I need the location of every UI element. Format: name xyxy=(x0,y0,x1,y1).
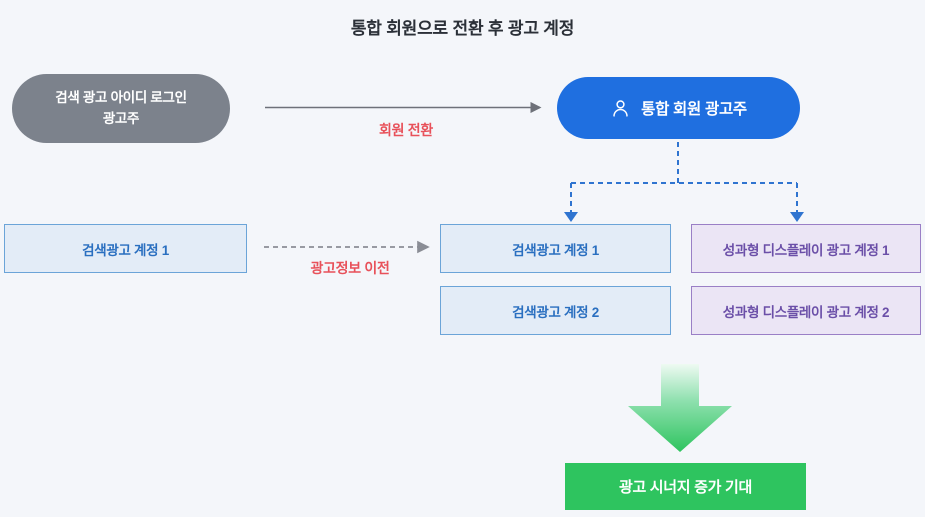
unified-advertiser-label: 통합 회원 광고주 xyxy=(641,101,747,118)
legacy-advertiser-line2: 광고주 xyxy=(102,110,140,126)
result-label: 광고 시너지 증가 기대 xyxy=(618,479,753,496)
legacy-advertiser-line1: 검색 광고 아이디 로그인 xyxy=(55,89,187,105)
account-label: 성과형 디스플레이 광고 계정 1 xyxy=(722,242,890,258)
edge-conversion-arrow xyxy=(265,101,542,114)
node-legacy-advertiser: 검색 광고 아이디 로그인 광고주 xyxy=(12,74,230,143)
account-box-display-1: 성과형 디스플레이 광고 계정 1 xyxy=(691,224,921,273)
account-label: 검색광고 계정 1 xyxy=(512,242,599,258)
edge-conversion-label: 회원 전환 xyxy=(379,122,433,138)
account-box-display-2: 성과형 디스플레이 광고 계정 2 xyxy=(691,286,921,335)
edge-transfer-label: 광고정보 이전 xyxy=(310,260,390,276)
edge-transfer-arrow xyxy=(264,240,430,254)
node-result: 광고 시너지 증가 기대 xyxy=(565,463,806,510)
node-unified-advertiser: 통합 회원 광고주 xyxy=(557,77,800,139)
account-box-search-2: 검색광고 계정 2 xyxy=(440,286,671,335)
edge-fanout-connector xyxy=(564,142,804,222)
account-label: 검색광고 계정 2 xyxy=(512,304,599,320)
account-box-search-1: 검색광고 계정 1 xyxy=(440,224,671,273)
fanout-arrowhead-right xyxy=(790,212,804,222)
page-title: 통합 회원으로 전환 후 광고 계정 xyxy=(350,19,575,38)
account-box-before-1: 검색광고 계정 1 xyxy=(4,224,247,273)
account-label: 성과형 디스플레이 광고 계정 2 xyxy=(722,304,890,320)
account-label: 검색광고 계정 1 xyxy=(82,242,169,258)
fanout-arrowhead-left xyxy=(564,212,578,222)
person-icon xyxy=(613,99,628,117)
synergy-arrow-icon xyxy=(628,364,732,452)
legacy-advertiser-text: 검색 광고 아이디 로그인 광고주 xyxy=(55,88,187,130)
